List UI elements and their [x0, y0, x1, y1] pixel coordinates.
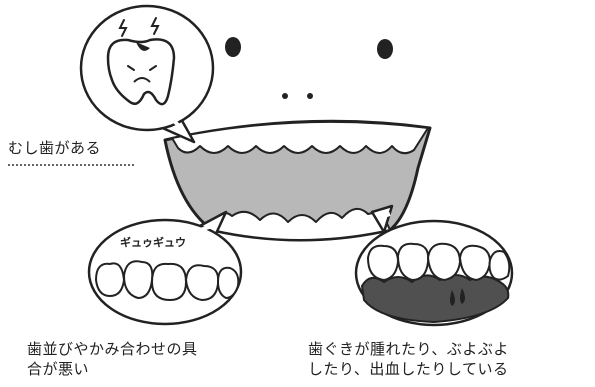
gum-bubble	[354, 204, 514, 327]
cavity-label-underline	[8, 164, 134, 166]
blood-drop-icon	[450, 290, 455, 306]
right-eye	[377, 39, 393, 59]
left-eye	[225, 37, 241, 57]
swollen-gum	[360, 274, 510, 324]
cavity-tooth-icon	[106, 17, 176, 106]
lightning-icon	[118, 19, 128, 37]
cavity-label: むし歯がある	[8, 139, 102, 157]
upper-teeth	[171, 120, 429, 155]
gum-label-line1: 歯ぐきが腫れたり、ぶよぶよ	[308, 340, 509, 358]
lower-teeth	[211, 207, 391, 241]
gum-label-line2: したり、出血したりしている	[308, 360, 509, 378]
sound-effect-text: ギュゥギュウ	[120, 235, 186, 249]
gum-label: 歯ぐきが腫れたり、ぶよぶよ したり、出血したりしている	[308, 339, 509, 379]
blood-drop-icon	[460, 288, 465, 304]
mouth	[163, 119, 432, 242]
lightning-icon	[150, 17, 160, 35]
bite-label-line1: 歯並びやかみ合わせの具	[27, 340, 198, 358]
left-nostril	[282, 93, 288, 99]
bite-label-line2: 合が悪い	[27, 360, 90, 378]
cavity-bubble	[79, 4, 215, 144]
right-nostril	[307, 93, 313, 99]
bite-label: 歯並びやかみ合わせの具 合が悪い	[27, 339, 198, 379]
bite-bubble: ギュゥギュウ	[87, 210, 243, 326]
